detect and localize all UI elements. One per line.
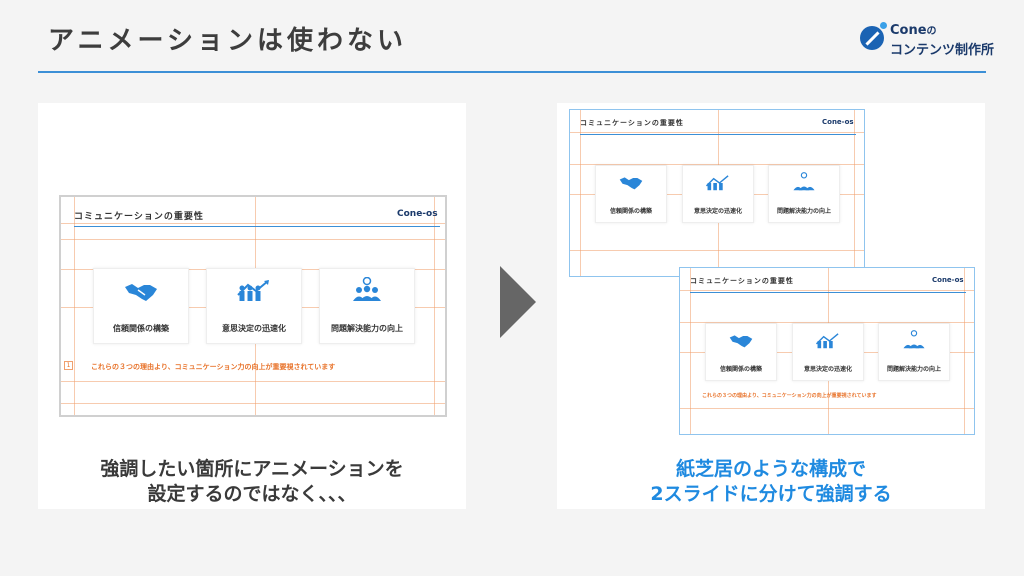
card-label: 信頼関係の構築 bbox=[719, 366, 762, 373]
card-label: 信頼関係の構築 bbox=[609, 208, 652, 215]
page-title: アニメーションは使わない bbox=[48, 26, 407, 56]
slide-title: コミュニケーションの重要性 bbox=[74, 212, 204, 222]
logo-line1: Coneの bbox=[890, 22, 937, 38]
handshake-icon bbox=[94, 281, 188, 307]
slide-with-animation: コミュニケーションの重要性 Cone-os 信頼関係の構築 意思決定の迅速化 問… bbox=[59, 195, 447, 417]
slide-brand: Cone-os bbox=[822, 118, 854, 126]
team-growth-icon bbox=[207, 279, 301, 307]
handshake-icon bbox=[706, 333, 776, 353]
slide-title-line bbox=[74, 226, 440, 227]
cone-logo-dot-icon bbox=[880, 22, 887, 29]
arrow-right-icon bbox=[500, 266, 536, 338]
slide-brand: Cone-os bbox=[397, 209, 438, 219]
right-caption-line1: 紙芝居のような構成で bbox=[675, 458, 866, 480]
card-decision: 意思決定の迅速化 bbox=[206, 268, 302, 344]
slide-step2: コミュニケーションの重要性 Cone-os 信頼関係の構築 意思決定の迅速化 問… bbox=[679, 267, 975, 435]
left-caption: 強調したい箇所にアニメーションを 設定するのではなく、、、 bbox=[38, 457, 466, 507]
right-panel: コミュニケーションの重要性 Cone-os 信頼関係の構築 意思決定の迅速化 問… bbox=[557, 103, 985, 509]
logo-line2: コンテンツ制作所 bbox=[890, 43, 995, 58]
left-caption-line1: 強調したい箇所にアニメーションを bbox=[100, 458, 404, 480]
people-idea-icon bbox=[769, 172, 839, 196]
cone-logo-icon bbox=[860, 26, 884, 50]
left-caption-line2: 設定するのではなく、、、 bbox=[147, 483, 357, 505]
people-idea-icon bbox=[320, 276, 414, 307]
slide-note: これらの３つの理由より、コミュニケーション力の向上が重要視されています bbox=[91, 363, 336, 371]
right-caption: 紙芝居のような構成で 2スライドに分けて強調する bbox=[557, 457, 985, 507]
card-label: 意思決定の迅速化 bbox=[693, 208, 742, 215]
card-label: 信頼関係の構築 bbox=[113, 324, 169, 333]
card-decision: 意思決定の迅速化 bbox=[792, 323, 864, 381]
card-label: 意思決定の迅速化 bbox=[222, 324, 286, 333]
slide-title: コミュニケーションの重要性 bbox=[690, 277, 794, 285]
card-decision: 意思決定の迅速化 bbox=[682, 165, 754, 223]
logo-brand-en: Cone bbox=[890, 23, 927, 38]
card-label: 意思決定の迅速化 bbox=[803, 366, 852, 373]
handshake-icon bbox=[596, 175, 666, 195]
card-trust: 信頼関係の構築 bbox=[595, 165, 667, 223]
card-label: 問題解決能力の向上 bbox=[886, 366, 941, 373]
team-growth-icon bbox=[683, 174, 753, 196]
animation-number-badge: 1 bbox=[64, 361, 73, 370]
team-growth-icon bbox=[793, 332, 863, 354]
header-divider bbox=[38, 71, 986, 73]
slide-title-line bbox=[690, 292, 966, 293]
card-problem: 問題解決能力の向上 bbox=[768, 165, 840, 223]
right-caption-line2: 2スライドに分けて強調する bbox=[650, 483, 892, 505]
card-label: 問題解決能力の向上 bbox=[331, 324, 403, 333]
card-trust: 信頼関係の構築 bbox=[93, 268, 189, 344]
card-trust: 信頼関係の構築 bbox=[705, 323, 777, 381]
slide-step1: コミュニケーションの重要性 Cone-os 信頼関係の構築 意思決定の迅速化 問… bbox=[569, 109, 865, 277]
slide-title: コミュニケーションの重要性 bbox=[580, 119, 684, 127]
logo-brand-no: の bbox=[926, 26, 937, 37]
slide-note: これらの３つの理由より、コミュニケーション力の向上が重要視されています bbox=[702, 393, 877, 399]
card-label: 問題解決能力の向上 bbox=[776, 208, 831, 215]
people-idea-icon bbox=[879, 330, 949, 354]
left-panel: コミュニケーションの重要性 Cone-os 信頼関係の構築 意思決定の迅速化 問… bbox=[38, 103, 466, 509]
slide-brand: Cone-os bbox=[932, 276, 964, 284]
card-problem: 問題解決能力の向上 bbox=[878, 323, 950, 381]
slide-title-line bbox=[580, 134, 856, 135]
card-problem: 問題解決能力の向上 bbox=[319, 268, 415, 344]
